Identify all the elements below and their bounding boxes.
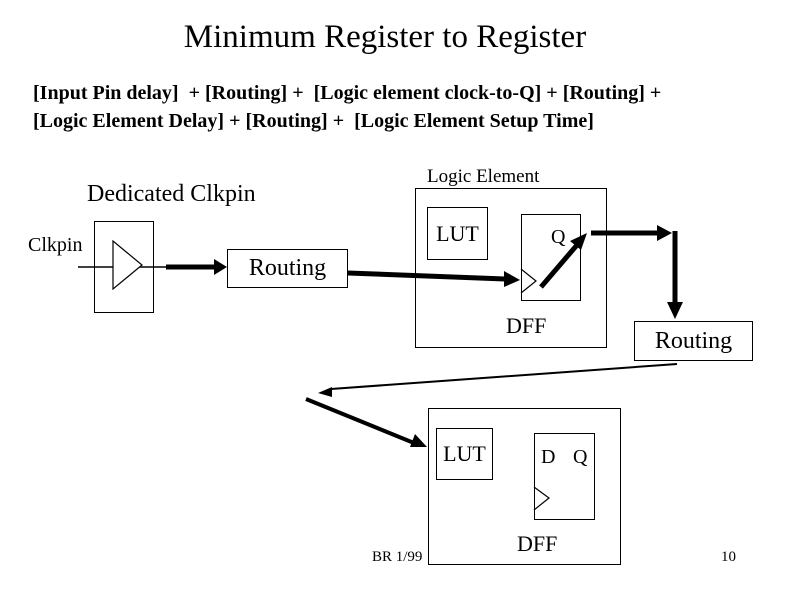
logic-element-1-title: Logic Element bbox=[427, 166, 540, 187]
clkpin-label: Clkpin bbox=[28, 234, 83, 256]
arrow-q-out-head bbox=[657, 225, 672, 241]
clock-buffer-box bbox=[94, 221, 154, 313]
arrow-clock-to-q-head bbox=[570, 233, 587, 250]
lut-box-2-label: LUT bbox=[443, 441, 486, 466]
arrow-routing2-feedback-head bbox=[318, 387, 332, 397]
dff1-clock-input-icon bbox=[520, 268, 537, 294]
slide-title: Minimum Register to Register bbox=[183, 19, 587, 55]
arrow-clock-to-q bbox=[539, 243, 579, 289]
lut-box-2: LUT bbox=[436, 428, 493, 480]
arrow-into-le2 bbox=[305, 397, 415, 445]
footer-author-date: BR 1/99 bbox=[372, 549, 423, 565]
dff2-q-label: Q bbox=[573, 446, 588, 468]
dff1-caption: DFF bbox=[506, 313, 547, 338]
dff-box-1 bbox=[521, 214, 581, 301]
dff1-q-label: Q bbox=[551, 226, 566, 248]
arrow-routing-to-dff-clock bbox=[347, 270, 506, 282]
dff2-clock-input-icon bbox=[533, 486, 550, 511]
routing-box-1-label: Routing bbox=[248, 255, 327, 281]
logic-element-2-box bbox=[428, 408, 621, 565]
routing-box-2: Routing bbox=[634, 321, 753, 361]
dff2-caption: DFF bbox=[517, 531, 558, 556]
page-number: 10 bbox=[721, 549, 736, 565]
lut-box-1-label: LUT bbox=[436, 220, 479, 246]
arrow-routing-to-dff-clock-head bbox=[504, 271, 520, 287]
clock-buffer-icon bbox=[112, 239, 143, 291]
lut-box-1: LUT bbox=[427, 207, 488, 260]
logic-element-1-box bbox=[415, 188, 607, 348]
routing-box-2-label: Routing bbox=[654, 327, 733, 354]
dff2-d-label: D bbox=[541, 446, 556, 468]
arrow-into-le2-head bbox=[410, 434, 427, 447]
arrow-routing2-feedback bbox=[330, 363, 678, 390]
timing-formula-line1: [Input Pin delay] + [Routing] + [Logic e… bbox=[33, 82, 662, 104]
arrow-down-to-routing2-head bbox=[667, 302, 683, 319]
arrow-buffer-to-routing-head bbox=[214, 259, 227, 275]
dedicated-clkpin-label: Dedicated Clkpin bbox=[87, 181, 256, 207]
dff-box-2 bbox=[534, 433, 595, 520]
routing-box-1: Routing bbox=[227, 249, 348, 288]
timing-formula-line2: [Logic Element Delay] + [Routing] + [Log… bbox=[33, 110, 594, 132]
